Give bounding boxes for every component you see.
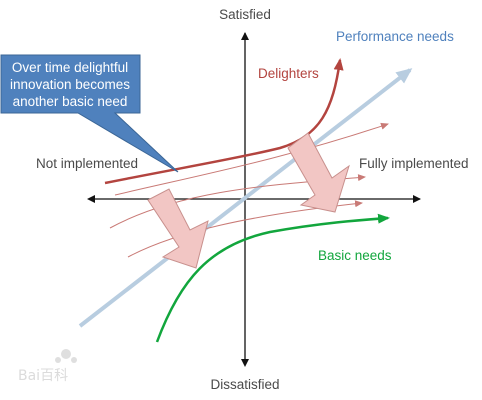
axis-top-label: Satisfied (219, 7, 271, 22)
basic-needs-curve (155, 213, 390, 343)
performance-needs-label: Performance needs (336, 29, 454, 44)
axis-bottom-label: Dissatisfied (210, 377, 279, 392)
callout-line-1: Over time delightful (12, 60, 128, 75)
axis-left-label: Not implemented (36, 156, 138, 171)
callout: Over time delightful innovation becomes … (0, 54, 179, 173)
watermark-text: Bai百科 (18, 368, 68, 384)
performance-needs-line (78, 68, 413, 328)
callout-line-2: innovation becomes (10, 77, 130, 92)
watermark-paw-icon (61, 349, 71, 359)
axis-right-label: Fully implemented (359, 156, 469, 171)
callout-line-3: another basic need (13, 94, 128, 109)
transition-arrow-left (147, 188, 209, 269)
transition-curve-1 (114, 122, 389, 196)
callout-box (0, 54, 179, 173)
transition-arrow-right (287, 132, 350, 213)
delighters-label: Delighters (258, 66, 319, 81)
delighters-curve (104, 58, 344, 185)
basic-needs-label: Basic needs (318, 248, 392, 263)
watermark: Bai百科 (18, 349, 77, 384)
